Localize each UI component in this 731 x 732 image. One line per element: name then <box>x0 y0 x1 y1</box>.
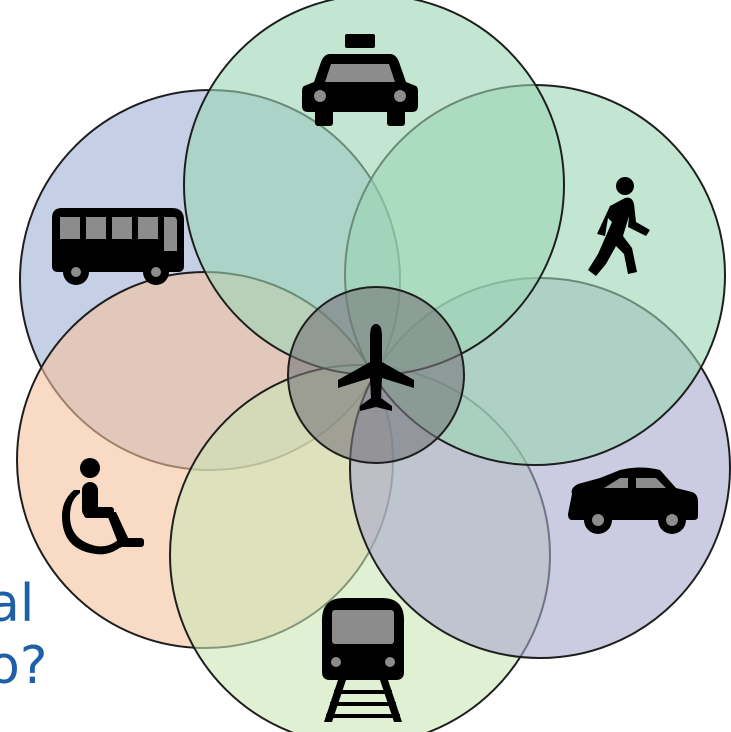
walking-person-icon <box>588 177 650 276</box>
airplane-icon <box>338 324 414 411</box>
car-icon <box>568 467 698 534</box>
wheelchair-icon <box>62 458 144 555</box>
taxi-icon <box>302 34 418 126</box>
bus-icon <box>52 208 184 285</box>
partial-text-line-2: o? <box>0 636 48 696</box>
train-icon <box>322 598 404 722</box>
partial-text-line-1: al <box>0 574 35 634</box>
